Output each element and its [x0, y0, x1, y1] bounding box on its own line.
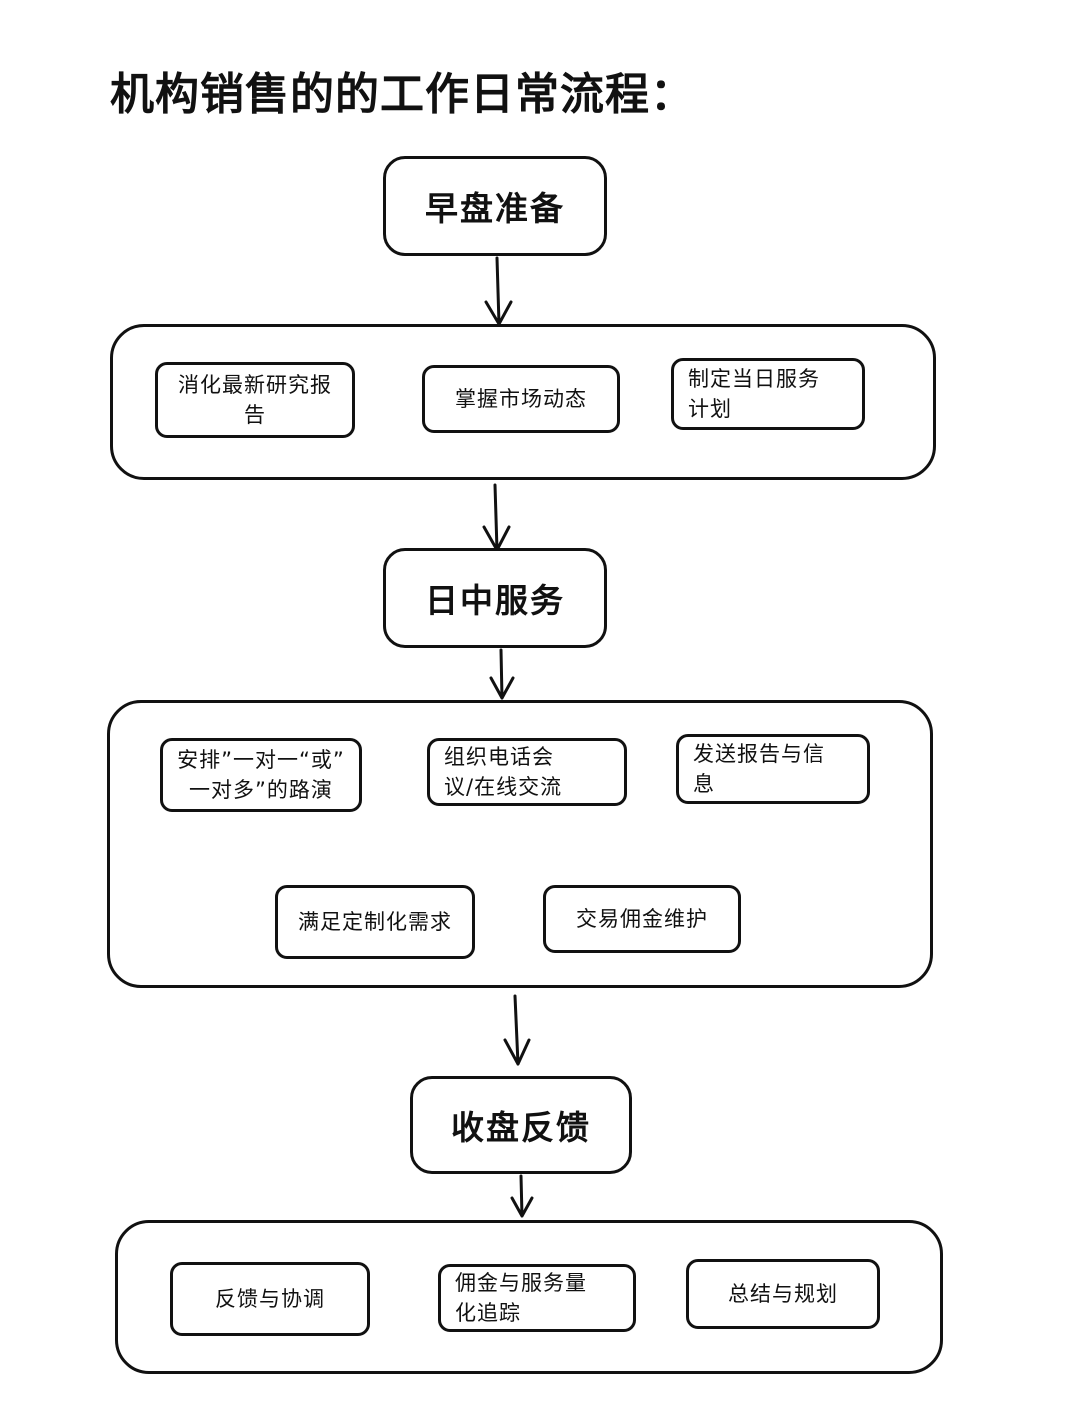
- arrow-1: [484, 256, 513, 326]
- arrow-3: [489, 648, 515, 700]
- arrow-2: [482, 483, 511, 552]
- item-feedback-coordination: 反馈与协调: [170, 1262, 370, 1336]
- item-digest-research: 消化最新研究报 告: [155, 362, 355, 438]
- item-send-reports: 发送报告与信 息: [676, 734, 870, 804]
- item-commission-maintenance: 交易佣金维护: [543, 885, 741, 953]
- arrow-5: [510, 1174, 534, 1218]
- stage-closing-feedback: 收盘反馈: [410, 1076, 632, 1174]
- item-daily-plan: 制定当日服务 计划: [671, 358, 865, 430]
- item-roadshow: 安排”一对一“或” 一对多”的路演: [160, 738, 362, 812]
- item-commission-tracking: 佣金与服务量 化追踪: [438, 1264, 636, 1332]
- stage-intraday-service: 日中服务: [383, 548, 607, 648]
- item-custom-needs: 满足定制化需求: [275, 885, 475, 959]
- stage-morning-prep: 早盘准备: [383, 156, 607, 256]
- item-conference-call: 组织电话会 议/在线交流: [427, 738, 627, 806]
- item-market-dynamics: 掌握市场动态: [422, 365, 620, 433]
- arrow-4: [503, 994, 531, 1066]
- page-title: 机构销售的的工作日常流程：: [110, 69, 695, 120]
- item-summary-planning: 总结与规划: [686, 1259, 880, 1329]
